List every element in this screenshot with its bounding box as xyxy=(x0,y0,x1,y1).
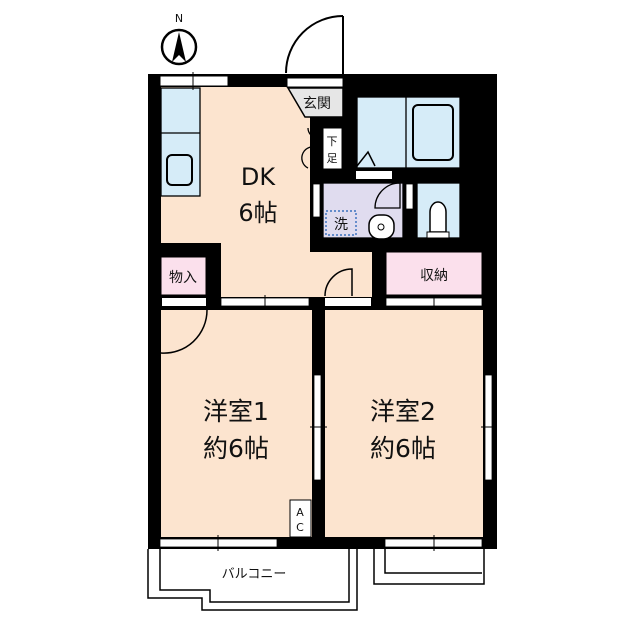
bath-door xyxy=(356,171,392,179)
ac-label-1: A xyxy=(296,506,304,519)
north-compass-icon xyxy=(160,28,198,66)
compass-label: N xyxy=(175,12,183,25)
shoe-cabinet xyxy=(322,127,343,170)
shoe-cabinet-label-1: 下 xyxy=(327,135,338,148)
kitchen-counter xyxy=(160,87,201,197)
bathtub-icon xyxy=(412,104,454,161)
monoire-label: 物入 xyxy=(169,270,197,286)
balcony xyxy=(147,549,485,611)
genkan-label: 玄関 xyxy=(303,95,331,112)
washer-space xyxy=(325,210,357,236)
washbasin-icon xyxy=(368,214,395,240)
entrance-door xyxy=(285,15,344,76)
ac-label-2: C xyxy=(296,521,304,534)
monoire-closet xyxy=(160,256,207,296)
bathroom xyxy=(356,96,461,169)
washroom-door xyxy=(374,182,401,209)
dk-label-1: DK xyxy=(241,163,276,191)
washer-label: 洗 xyxy=(334,217,348,233)
drain-icon xyxy=(356,150,376,167)
shoe-cabinet-label-2: 足 xyxy=(327,152,338,165)
dk-label-2: 6帖 xyxy=(238,199,277,227)
ac-unit xyxy=(289,499,312,538)
shuunou-label: 収納 xyxy=(420,268,448,284)
genkan-floor xyxy=(286,87,344,118)
closet-door xyxy=(160,309,208,354)
room2-floor xyxy=(325,310,483,537)
room2-door xyxy=(324,268,353,297)
cabinet-doors xyxy=(301,127,319,169)
room2-label-2: 約6帖 xyxy=(370,434,436,463)
window xyxy=(159,75,229,87)
sink-icon xyxy=(166,154,193,186)
room1-label-2: 約6帖 xyxy=(203,434,269,463)
room1-label-1: 洋室1 xyxy=(203,397,269,426)
shuunou-closet xyxy=(385,251,483,296)
dk-floor xyxy=(161,87,372,297)
toilet-icon xyxy=(429,201,447,233)
room2-label-1: 洋室2 xyxy=(370,397,436,426)
entrance-threshold xyxy=(286,77,344,88)
balcony-label: バルコニー xyxy=(222,567,287,582)
